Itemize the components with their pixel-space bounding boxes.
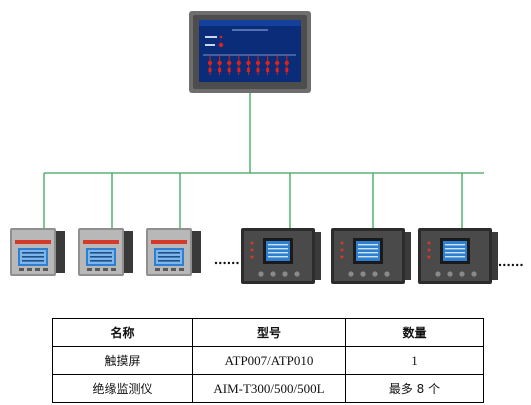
cell-model: ATP007/ATP010 — [192, 346, 346, 375]
touchscreen-hmi-icon — [189, 11, 311, 93]
table-row: 绝缘监测仪 AIM-T300/500/500L 最多 8 个 — [52, 374, 484, 403]
cell-name: 触摸屏 — [52, 346, 193, 375]
panel-meter-icon — [78, 228, 133, 276]
cell-quantity: 最多 8 个 — [345, 374, 484, 403]
table-header-row: 名称 型号 数量 — [52, 318, 484, 347]
bus-lines — [43, 92, 484, 228]
panel-meter-icon — [146, 228, 201, 276]
din-monitor-icon — [241, 228, 321, 284]
network-diagram — [10, 11, 523, 284]
spec-table: 名称 型号 数量 触摸屏 ATP007/ATP010 1 绝缘监测仪 AIM-T… — [52, 318, 484, 403]
continuation-dots-1 — [214, 261, 239, 265]
cell-model: AIM-T300/500/500L — [192, 374, 346, 403]
cell-name: 绝缘监测仪 — [52, 374, 193, 403]
din-monitor-icon — [331, 228, 411, 284]
cell-quantity: 1 — [345, 346, 484, 375]
panel-meter-icon — [10, 228, 65, 276]
din-monitor-icon — [418, 228, 498, 284]
header-name: 名称 — [52, 318, 193, 347]
header-model: 型号 — [192, 318, 346, 347]
table-row: 触摸屏 ATP007/ATP010 1 — [52, 346, 484, 375]
header-quantity: 数量 — [345, 318, 484, 347]
continuation-dots-2 — [498, 263, 523, 267]
